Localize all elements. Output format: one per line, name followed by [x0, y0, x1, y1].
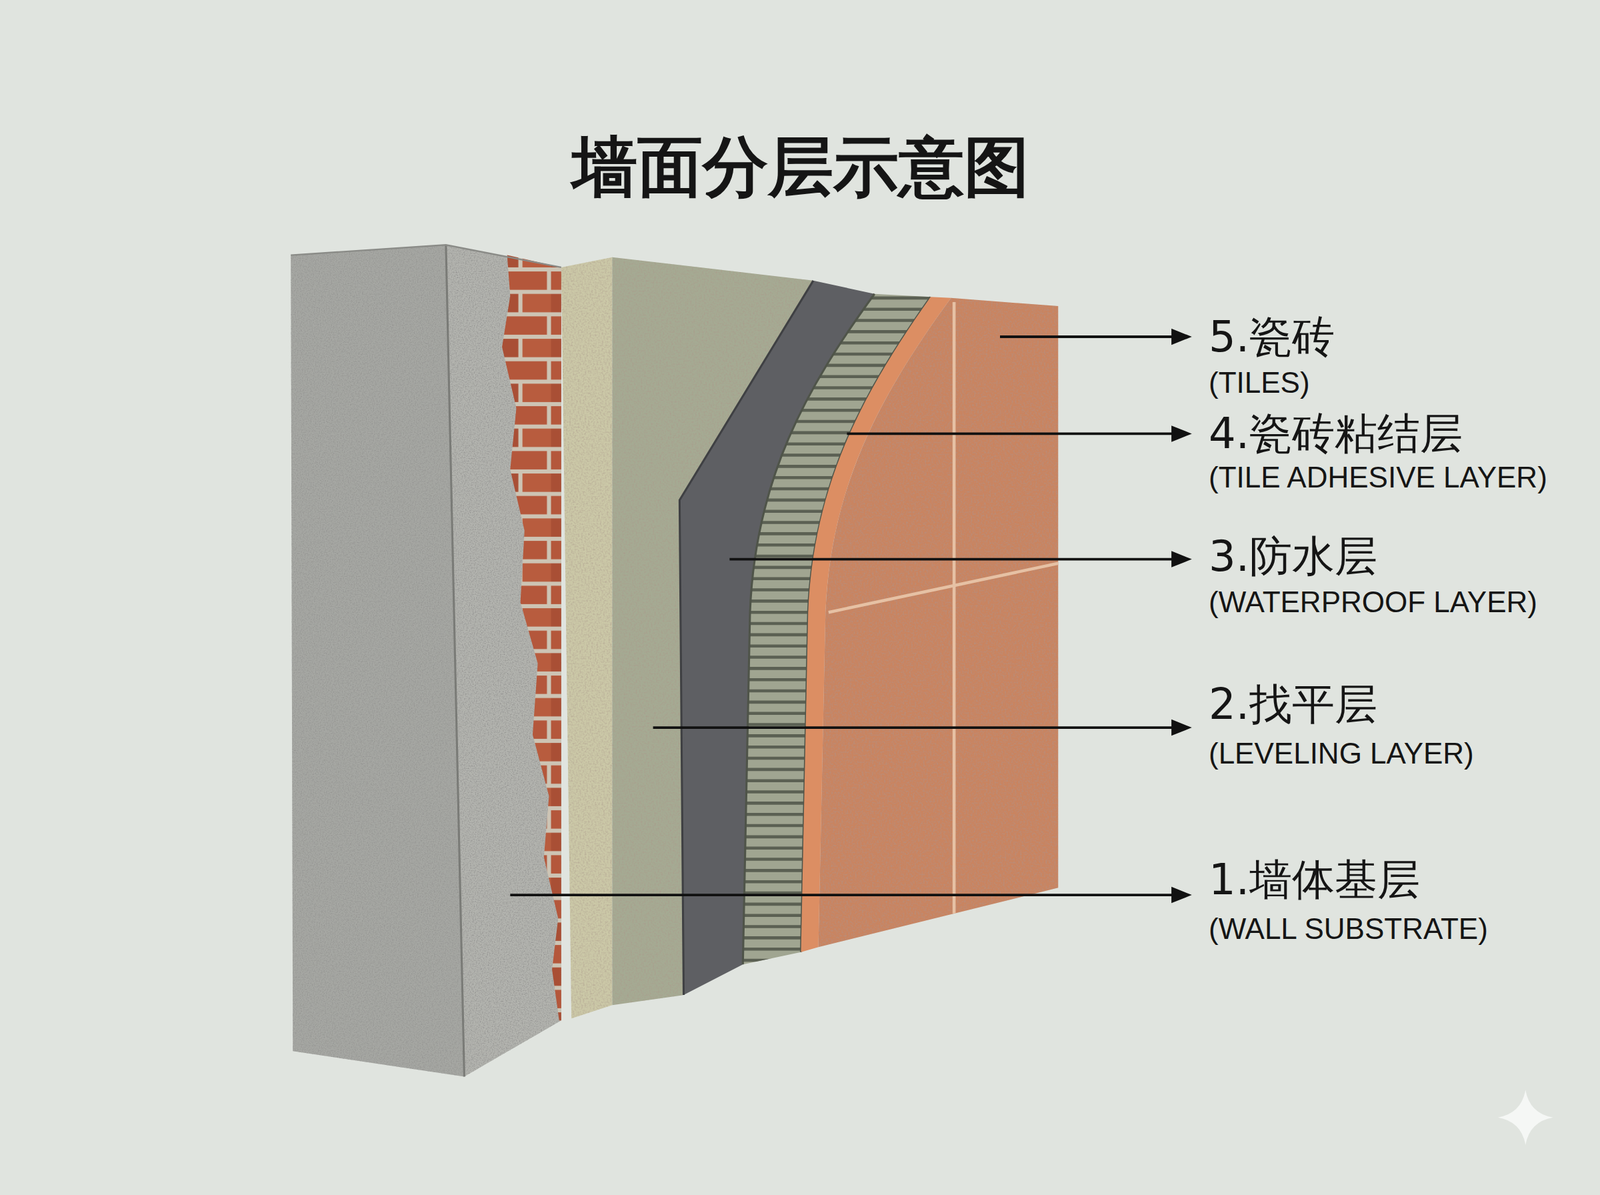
tile-joint	[828, 563, 1058, 612]
arrowheads	[1171, 328, 1192, 904]
layer-label: 5.瓷砖	[1208, 308, 1335, 366]
tile-face	[818, 298, 1059, 947]
diagram-title: 墙面分层示意图	[572, 124, 1030, 212]
layer-label: 4.瓷砖粘结层	[1208, 404, 1463, 463]
layer-label: 3.防水层	[1208, 527, 1378, 586]
sparkle-mark	[1498, 1089, 1554, 1145]
concrete-side	[446, 244, 562, 1076]
layer-label-en: (TILES)	[1208, 366, 1310, 400]
layer-label-en: (TILE ADHESIVE LAYER)	[1208, 460, 1548, 494]
concrete-front	[290, 244, 464, 1076]
layer-label: 1.墙体基层	[1208, 850, 1420, 909]
leveling-edge	[561, 257, 613, 1019]
brick-layer	[502, 255, 562, 1021]
layer-label: 2.找平层	[1208, 675, 1378, 734]
layer-label-en: (WATERPROOF LAYER)	[1208, 585, 1538, 619]
layer-label-en: (LEVELING LAYER)	[1208, 736, 1474, 770]
edge-line	[446, 244, 465, 1076]
leader-lines	[510, 336, 1176, 895]
tile-joint	[952, 302, 956, 914]
layer-label-en: (WALL SUBSTRATE)	[1208, 912, 1488, 946]
edge-line	[290, 244, 562, 268]
